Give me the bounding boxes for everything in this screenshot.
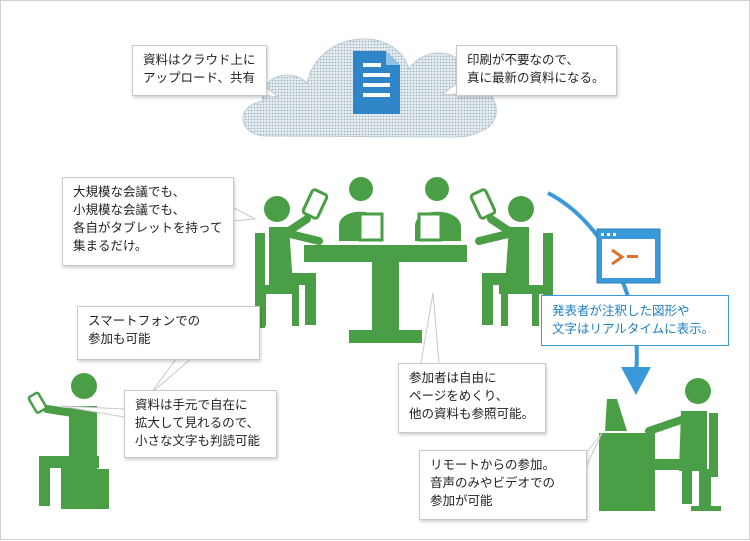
note-line: 文字はリアルタイムに表示。 <box>552 321 715 336</box>
bubble-line: 参加が可能 <box>430 493 493 508</box>
bubble-line: スマートフォンでの <box>88 313 201 328</box>
presenter-annotation-note: 発表者が注釈した図形や 文字はリアルタイムに表示。 <box>541 295 729 346</box>
bubble-line: 各自がタブレットを持って <box>73 220 223 235</box>
meeting-person-center-right <box>415 177 461 242</box>
bubble-cloud-upload: 資料はクラウド上に アップロード、共有 <box>132 45 267 96</box>
bubble-line: 小規模な会議でも、 <box>73 202 186 217</box>
bubble-line: 参加も可能 <box>88 331 151 346</box>
bubble-line: ページをめくり、 <box>409 388 509 403</box>
bubble-line: 参加者は自由に <box>409 370 497 385</box>
terminal-window-icon <box>596 228 661 284</box>
bubble-line: 大規模な会議でも、 <box>73 184 186 199</box>
bubble-line: 真に最新の資料になる。 <box>467 70 605 85</box>
remote-person <box>599 378 721 511</box>
meeting-person-center-left <box>339 177 384 242</box>
bubble-remote: リモートからの参加。 音声のみやビデオでの 参加が可能 <box>419 450 587 520</box>
meeting-table <box>304 245 467 343</box>
bubble-line: 拡大して見れるので、 <box>135 415 260 430</box>
bubble-line: 印刷が不要なので、 <box>467 52 580 67</box>
bubble-line: 資料はクラウド上に <box>143 52 256 67</box>
bubble-no-print: 印刷が不要なので、 真に最新の資料になる。 <box>456 45 617 96</box>
meeting-person-right <box>469 188 553 328</box>
bubble-meeting-scale: 大規模な会議でも、 小規模な会議でも、 各自がタブレットを持って 集まるだけ。 <box>62 177 234 266</box>
bubble-line: アップロード、共有 <box>143 70 256 85</box>
bubble-line: 小さな文字も判読可能 <box>135 433 261 448</box>
bubble-line: 集まるだけ。 <box>73 238 148 253</box>
bubble-line: リモートからの参加。 <box>430 457 556 472</box>
bubble-line: 他の資料も参照可能。 <box>409 406 535 421</box>
smartphone-person <box>27 373 109 509</box>
bubble-smartphone: スマートフォンでの 参加も可能 <box>77 306 260 360</box>
bubble-free-paging: 参加者は自由に ページをめくり、 他の資料も参照可能。 <box>398 363 546 433</box>
bubble-line: 資料は手元で自在に <box>135 397 248 412</box>
meeting-person-left <box>255 188 329 328</box>
bubble-tails <box>60 82 603 468</box>
flow-arrow <box>547 191 651 395</box>
bubble-zoom-readable: 資料は手元で自在に 拡大して見れるので、 小さな文字も判読可能 <box>124 390 277 458</box>
bubble-line: 音声のみやビデオでの <box>430 475 556 490</box>
note-line: 発表者が注釈した図形や <box>552 303 690 318</box>
document-icon <box>353 51 400 114</box>
